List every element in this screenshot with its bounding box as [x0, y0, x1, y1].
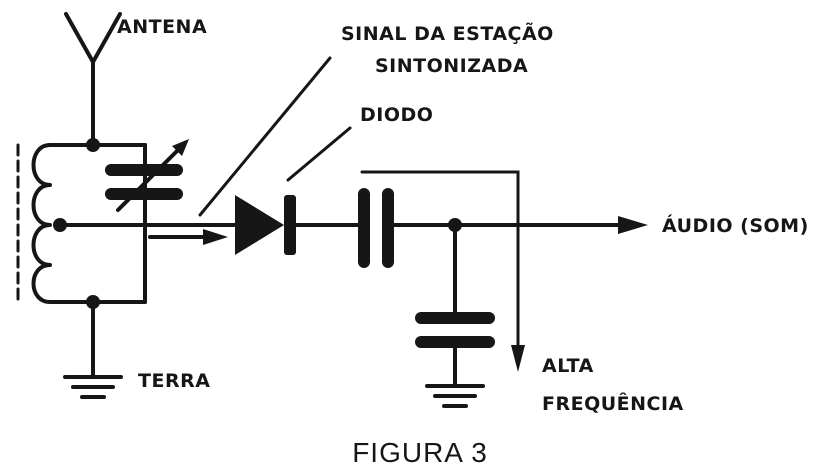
high-frequency-label-line2: FREQUÊNCIA [542, 392, 684, 415]
tuning-coil [16, 143, 95, 307]
figure-caption: FIGURA 3 [352, 437, 488, 468]
signal-pointer-line [198, 56, 332, 217]
audio-output-arrowhead [618, 216, 648, 234]
antenna-symbol [64, 12, 122, 147]
diode-symbol [235, 195, 296, 255]
audio-label: ÁUDIO (SOM) [662, 214, 809, 237]
ground-label: TERRA [138, 370, 210, 392]
diode-label: DIODO [360, 104, 433, 126]
ground-symbol-left [63, 375, 123, 399]
high-frequency-path [360, 170, 525, 372]
signal-label-line1: SINAL DA ESTAÇÃO [341, 21, 554, 45]
variable-capacitor [105, 139, 189, 212]
signal-flow-arrow [148, 229, 228, 245]
high-frequency-label-line1: ALTA [542, 355, 594, 377]
coupling-capacitor [358, 188, 394, 268]
junction-dot-tap [53, 218, 67, 232]
antenna-label: ANTENA [117, 16, 207, 38]
junction-dot-bottom [86, 295, 100, 309]
junction-dot-output [448, 218, 462, 232]
junction-dot-top [86, 138, 100, 152]
diode-pointer-line [286, 126, 352, 182]
signal-label-line2: SINTONIZADA [375, 55, 528, 77]
ground-symbol-right [425, 384, 485, 408]
bypass-capacitor [415, 223, 495, 386]
